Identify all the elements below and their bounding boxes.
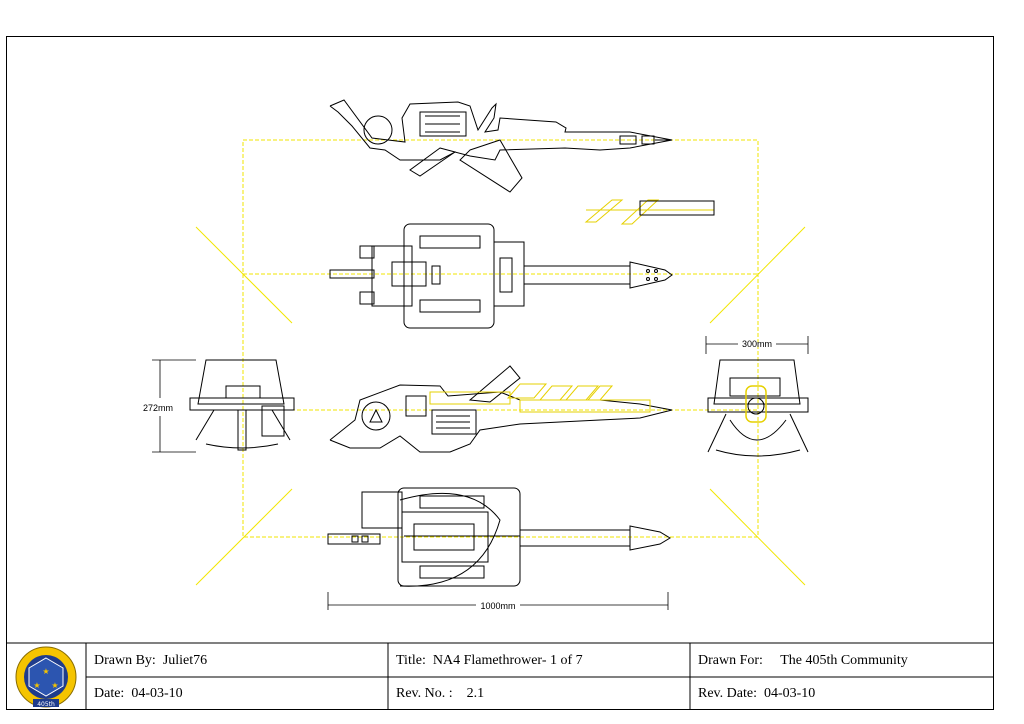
date-label: Date: <box>94 686 125 701</box>
date-value: 04-03-10 <box>131 686 183 701</box>
construction-guides <box>195 139 806 586</box>
rev-no-label: Rev. No. : <box>396 686 453 701</box>
dimension-width: 300mm <box>742 339 772 349</box>
drawn-for-value: The 405th Community <box>780 653 908 668</box>
title-label: Title: <box>396 653 426 668</box>
date-cell: Date: 04-03-10 <box>94 677 183 711</box>
side-view-main-yellow <box>429 383 651 413</box>
star-icon: ★ <box>42 667 49 676</box>
rev-no-cell: Rev. No. : 2.1 <box>396 677 484 711</box>
drawn-by-label: Drawn By: <box>94 653 156 668</box>
rev-date-label: Rev. Date: <box>698 686 757 701</box>
side-view-top <box>329 99 673 193</box>
bottom-view <box>327 487 671 587</box>
dimension-length: 1000mm <box>480 601 515 611</box>
title-value: NA4 Flamethrower- 1 of 7 <box>432 653 583 668</box>
dimension-lines <box>152 336 809 610</box>
rev-date-value: 04-03-10 <box>763 686 816 701</box>
side-view-main <box>329 365 673 453</box>
drawn-by-value: Juliet76 <box>162 653 208 668</box>
star-icon: ★ <box>51 681 58 690</box>
logo-text: 405th <box>37 701 55 708</box>
titleblock-grid <box>6 642 994 710</box>
end-view-left <box>189 359 295 451</box>
drawn-for-cell: Drawn For: The 405th Community <box>698 644 908 678</box>
end-view-right <box>707 359 809 457</box>
star-icon: ★ <box>33 681 40 690</box>
top-view <box>329 223 673 329</box>
drawn-for-label: Drawn For: <box>698 653 763 668</box>
community-logo: ★ ★ ★ 405th <box>15 646 77 708</box>
dimension-height: 272mm <box>143 403 173 413</box>
detail-sketch <box>584 199 715 225</box>
drawing-sheet <box>6 36 994 710</box>
rev-date-cell: Rev. Date: 04-03-10 <box>698 677 815 711</box>
rev-no-value: 2.1 <box>466 686 485 701</box>
drawn-by-cell: Drawn By: Juliet76 <box>94 644 207 678</box>
title-cell: Title: NA4 Flamethrower- 1 of 7 <box>396 644 583 678</box>
end-view-right-yellow <box>745 385 767 423</box>
